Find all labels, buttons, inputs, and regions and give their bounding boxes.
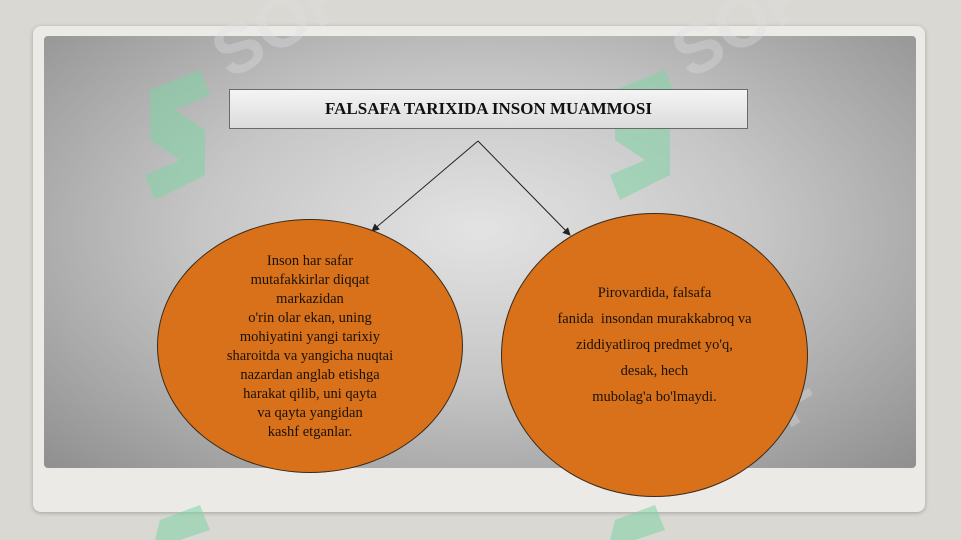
arrow-to-left-node	[371, 140, 479, 232]
left-line: nazardan anglab etishga	[240, 367, 380, 383]
left-line: harakat qilib, uni qayta	[243, 386, 377, 402]
right-concept-node: Pirovardida, falsafa fanida insondan mura…	[501, 213, 808, 497]
left-line: markazidan	[276, 291, 344, 307]
left-line: mutafakkirlar diqqat	[250, 272, 370, 288]
left-line: mohiyatini yangi tarixiy	[239, 329, 381, 345]
right-line: fanida insondan murakkabroq va	[557, 311, 752, 327]
left-node-text: Inson har safar mutafakkirlar diqqat marka…	[227, 252, 393, 442]
left-concept-node: Inson har safar mutafakkirlar diqqat marka…	[157, 219, 463, 473]
left-line: kashf etganlar.	[267, 424, 353, 440]
right-line: mubolag'a bo'lmaydi.	[592, 389, 717, 405]
right-line: ziddiyatliroq predmet yo'q,	[576, 337, 733, 353]
left-line: sharoitda va yangicha nuqtai	[226, 348, 394, 364]
right-line: desak, hech	[620, 363, 689, 379]
left-line: va qayta yangidan	[257, 405, 363, 421]
right-line: Pirovardida, falsafa	[597, 285, 712, 301]
right-node-text: Pirovardida, falsafa fanida insondan mura…	[557, 280, 751, 410]
diagram-title: FALSAFA TARIXIDA INSON MUAMMOSI	[229, 89, 748, 129]
left-line: Inson har safar	[266, 253, 354, 269]
arrow-to-right-node	[477, 140, 571, 236]
left-line: o'rin olar ekan, uning	[248, 310, 372, 326]
